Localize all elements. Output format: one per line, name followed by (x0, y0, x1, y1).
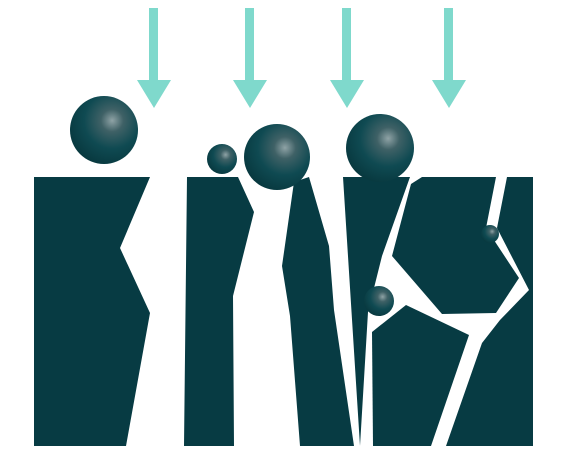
particle-icon (481, 225, 499, 243)
particle-icon (244, 124, 310, 190)
particle-icon (346, 114, 414, 182)
solid-block-1 (34, 177, 150, 446)
particle-icon (207, 144, 237, 174)
particle-icon (364, 286, 394, 316)
particle-icon (70, 96, 138, 164)
